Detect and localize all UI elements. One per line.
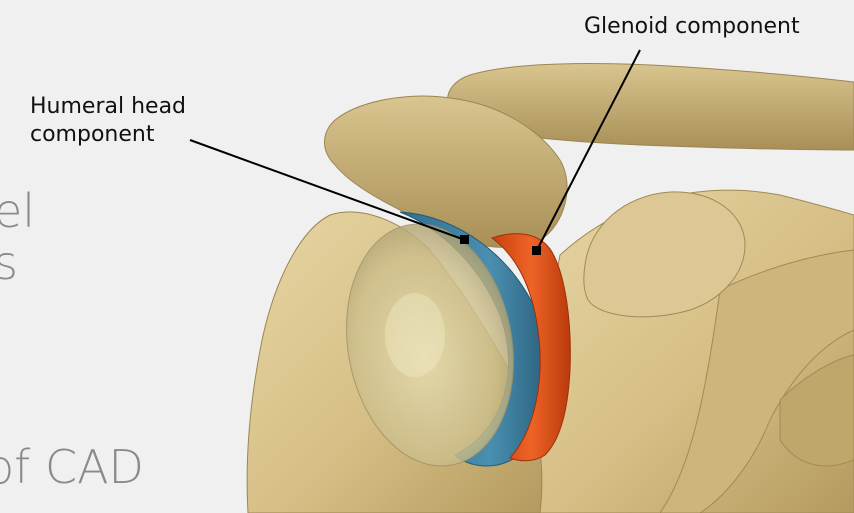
humeral-head-highlight [385, 293, 445, 377]
glenoid-label: Glenoid component [584, 13, 800, 41]
glenoid-anchor-marker [532, 246, 541, 255]
humeral-anchor-marker [460, 235, 469, 244]
humeral-label-line2: component [30, 121, 186, 149]
humeral-head-label: Humeral head component [30, 93, 186, 149]
humeral-label-line1: Humeral head [30, 93, 186, 121]
